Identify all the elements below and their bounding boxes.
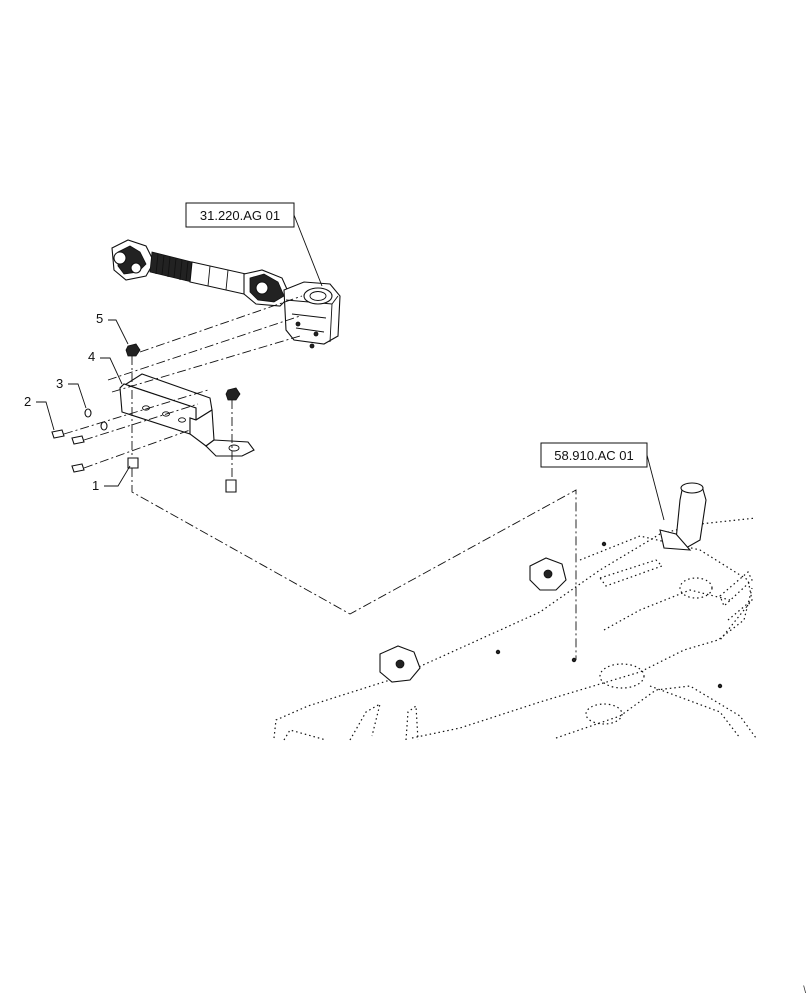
frame-assembly [273, 482, 757, 741]
drive-shaft-assembly [111, 239, 341, 349]
leader-ref-upper [293, 214, 323, 287]
fasteners [51, 343, 241, 493]
callout-2: 2 [24, 394, 31, 409]
leader-callout-3 [68, 383, 87, 409]
callout-4-group: 4 [88, 349, 123, 385]
callout-5-group: 5 [96, 311, 129, 345]
leader-ref-lower [646, 454, 665, 521]
callout-3: 3 [56, 376, 63, 391]
leader-callout-4 [100, 357, 123, 385]
leader-callout-2 [36, 401, 55, 431]
callout-1-group: 1 [92, 465, 131, 493]
callout-1: 1 [92, 478, 99, 493]
reference-box-upper[interactable]: 31.220.AG 01 [185, 202, 295, 228]
page-mark: \ [803, 985, 806, 996]
reference-label-lower: 58.910.AC 01 [554, 448, 634, 463]
leader-callout-5 [108, 319, 129, 345]
reference-label-upper: 31.220.AG 01 [200, 208, 280, 223]
callout-2-group: 2 [24, 394, 55, 431]
mounting-bracket [119, 373, 255, 457]
alignment-lines [63, 295, 577, 660]
leader-callout-1 [104, 465, 131, 487]
callout-4: 4 [88, 349, 95, 364]
callout-5: 5 [96, 311, 103, 326]
callout-3-group: 3 [56, 376, 87, 409]
reference-box-lower[interactable]: 58.910.AC 01 [540, 442, 648, 468]
